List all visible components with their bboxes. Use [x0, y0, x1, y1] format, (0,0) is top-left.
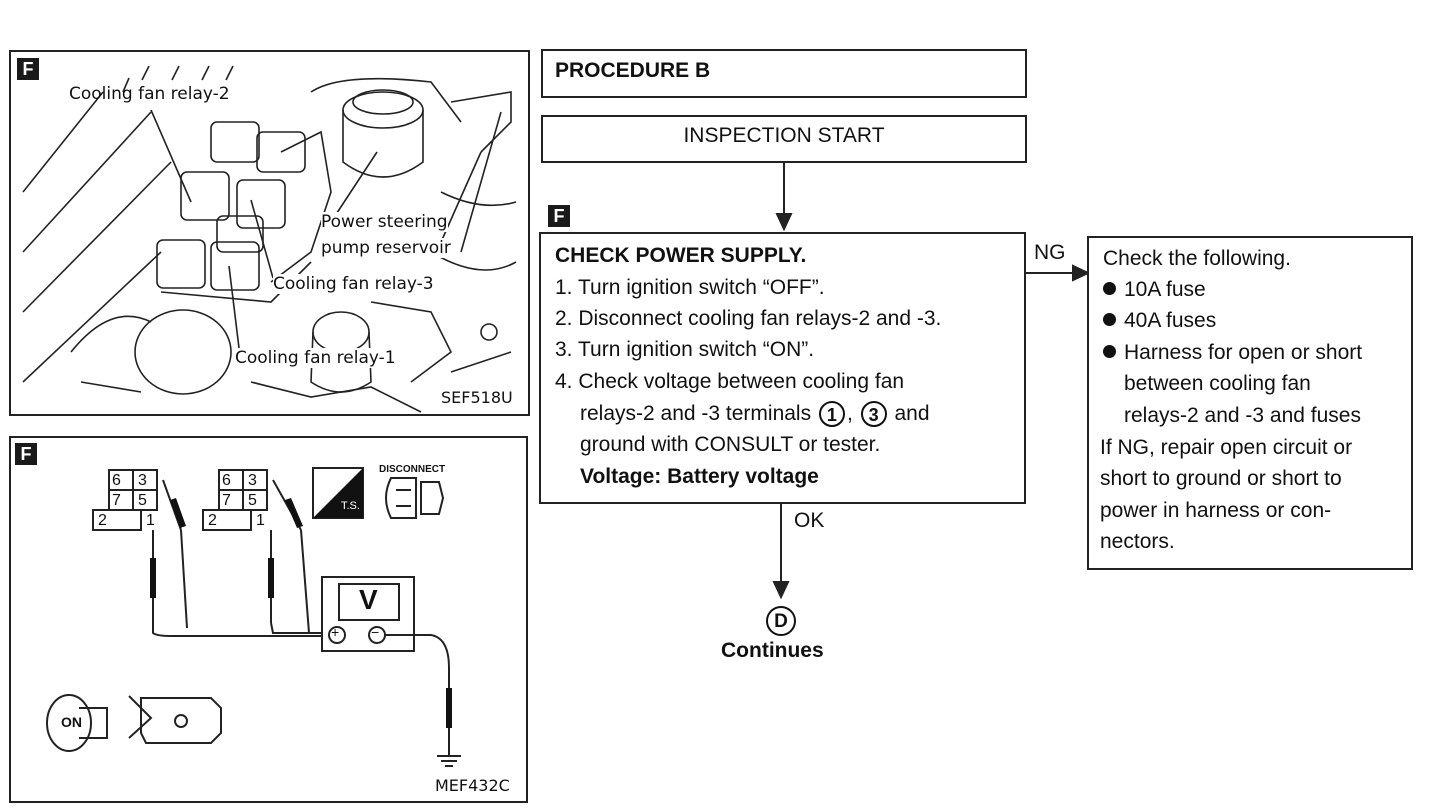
continues-label: Continues: [721, 639, 824, 662]
connector-a-pin: 1: [146, 512, 155, 529]
meter-label: V: [359, 584, 378, 615]
step-badge: F: [548, 205, 570, 227]
repair-line: short to ground or short to: [1100, 467, 1342, 490]
connector-a-pin: 3: [138, 472, 147, 489]
label-cooling-fan-relay-1: Cooling fan relay-1: [235, 348, 396, 368]
ok-branch-label: OK: [794, 509, 825, 532]
ng-bullet: Harness for open or short: [1103, 337, 1362, 368]
bullet-text: 10A fuse: [1124, 278, 1206, 301]
label-cooling-fan-relay-3: Cooling fan relay-3: [273, 274, 434, 294]
figure-voltage-measurement: F: [9, 436, 528, 803]
connector-b-pin: 3: [248, 472, 257, 489]
step-1: 1. Turn ignition switch “OFF”.: [555, 276, 825, 299]
disconnect-label: DISCONNECT: [379, 464, 446, 475]
connector-b-pin: 6: [222, 472, 231, 489]
bullet-dot: [1103, 312, 1116, 326]
connector-a-pin: 5: [138, 492, 147, 509]
probe-tip: [446, 688, 452, 728]
bullet-dot: [1103, 344, 1116, 358]
ng-bullet: 10A fuse: [1103, 274, 1206, 305]
figure-relay-location: F: [9, 50, 530, 416]
figure-badge: F: [17, 58, 39, 80]
step-4: 4. Check voltage between cooling fan: [555, 370, 905, 393]
procedure-title: PROCEDURE B: [555, 59, 711, 82]
probe-tip: [150, 558, 156, 598]
inspection-start: INSPECTION START: [683, 124, 885, 147]
ts-label: T.S.: [341, 500, 360, 512]
repair-line: If NG, repair open circuit or: [1100, 436, 1353, 459]
connector-a-pin: 2: [98, 512, 107, 529]
connector-b-pin: 7: [222, 492, 231, 509]
continue-symbol: D: [766, 606, 796, 636]
step-4-and: and: [894, 402, 930, 425]
repair-line: nectors.: [1100, 530, 1175, 553]
meter-plus: +: [331, 624, 340, 640]
figure-code: SEF518U: [441, 388, 513, 407]
terminal-1-symbol: 1: [818, 401, 845, 428]
measurement-illustration: [46, 467, 461, 767]
engine-bay-illustration: [22, 65, 517, 413]
figure-code: MEF432C: [435, 776, 510, 795]
bullet-dot: [1103, 281, 1116, 295]
repair-line: power in harness or con-: [1100, 499, 1332, 522]
step-2: 2. Disconnect cooling fan relays-2 and -…: [555, 307, 942, 330]
step-4-line-3: ground with CONSULT or tester.: [580, 433, 881, 456]
probe-tip: [268, 558, 274, 598]
step-4-line-2: relays-2 and -3 terminals 1, 3 and: [580, 398, 930, 429]
ng-branch-label: NG: [1034, 241, 1066, 264]
voltage-spec: Voltage: Battery voltage: [580, 465, 819, 488]
connector-b-pin: 5: [248, 492, 257, 509]
step-3: 3. Turn ignition switch “ON”.: [555, 338, 815, 361]
continue-letter: D: [774, 611, 788, 632]
terminal-3-symbol: 3: [860, 401, 887, 428]
bullet-text: Harness for open or short: [1124, 341, 1363, 364]
connector-b-pin: 2: [208, 512, 217, 529]
label-cooling-fan-relay-2: Cooling fan relay-2: [69, 84, 230, 104]
inspection-start-box: INSPECTION START: [541, 115, 1027, 163]
ng-bullet-continuation: relays-2 and -3 and fuses: [1124, 404, 1361, 427]
meter-minus: −: [371, 624, 380, 640]
bullet-text: 40A fuses: [1124, 309, 1217, 332]
label-power-steering: Power steering: [321, 212, 448, 232]
check-power-supply-box: CHECK POWER SUPPLY. 1. Turn ignition swi…: [539, 232, 1026, 504]
ng-heading: Check the following.: [1103, 247, 1291, 270]
figure-badge: F: [15, 443, 37, 465]
connector-a-pin: 6: [112, 472, 121, 489]
ng-action-box: Check the following. 10A fuse 40A fuses …: [1087, 236, 1413, 570]
ng-bullet: 40A fuses: [1103, 305, 1216, 336]
connector-b-pin: 1: [256, 512, 265, 529]
connector-a-pin: 7: [112, 492, 121, 509]
terminal-separator: ,: [846, 402, 853, 425]
ng-bullet-continuation: between cooling fan: [1124, 372, 1311, 395]
key-on-label: ON: [61, 714, 82, 730]
procedure-title-box: PROCEDURE B: [541, 49, 1027, 98]
step-4-terminals-text: relays-2 and -3 terminals: [580, 402, 812, 425]
step-title: CHECK POWER SUPPLY.: [555, 244, 807, 267]
label-pump-reservoir: pump reservoir: [321, 238, 451, 258]
